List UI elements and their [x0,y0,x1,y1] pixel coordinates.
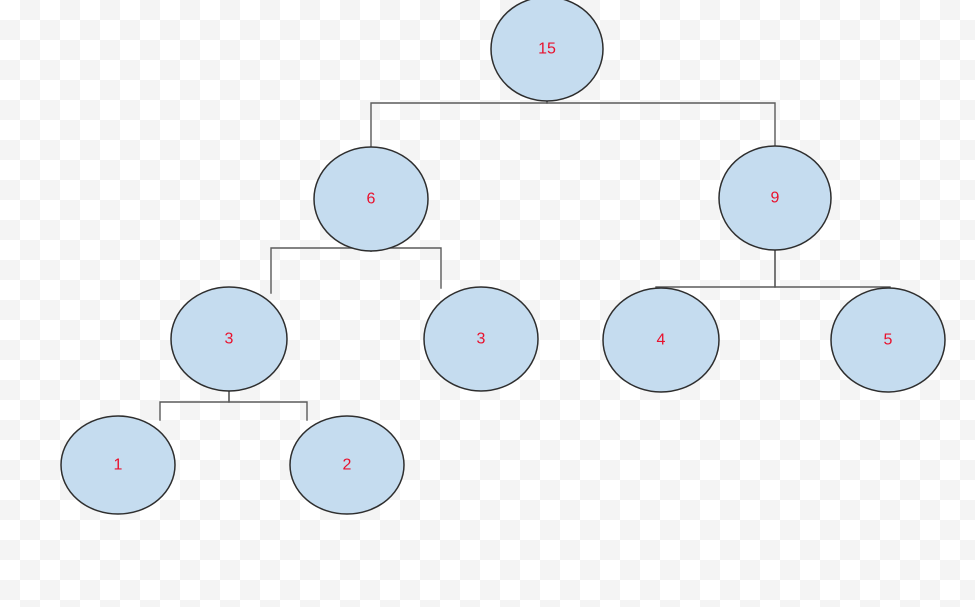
node-label: 15 [538,41,556,58]
tree-edge [270,247,372,294]
node-label: 6 [367,191,376,208]
tree-edge [228,390,308,421]
tree-node[interactable]: 2 [289,415,405,515]
node-circle[interactable] [170,286,288,392]
node-label: 5 [884,332,893,349]
node-label: 1 [114,457,123,474]
node-circle[interactable] [602,287,720,393]
tree-node[interactable]: 15 [490,0,604,102]
node-label: 2 [343,457,352,474]
tree-node[interactable]: 4 [602,287,720,393]
node-circle[interactable] [313,146,429,252]
tree-node[interactable]: 1 [60,415,176,515]
node-circle[interactable] [289,415,405,515]
tree-node[interactable]: 5 [830,287,946,393]
tree-edge [546,100,776,147]
node-label: 4 [657,332,666,349]
tree-node[interactable]: 9 [718,145,832,251]
node-circle[interactable] [490,0,604,102]
tree-edge [655,249,776,290]
tree-edge [774,249,891,290]
tree-edge [370,100,548,148]
node-label: 3 [477,331,486,348]
node-circle[interactable] [830,287,946,393]
tree-node[interactable]: 6 [313,146,429,252]
tree-edge [370,247,442,289]
node-label: 3 [225,331,234,348]
tree-edge [159,390,230,421]
node-circle[interactable] [60,415,176,515]
tree-node[interactable]: 3 [423,286,539,392]
node-circle[interactable] [423,286,539,392]
node-label: 9 [771,190,780,207]
node-layer: 15 6 9 3 3 4 5 1 2 [60,0,946,515]
tree-node[interactable]: 3 [170,286,288,392]
node-circle[interactable] [718,145,832,251]
